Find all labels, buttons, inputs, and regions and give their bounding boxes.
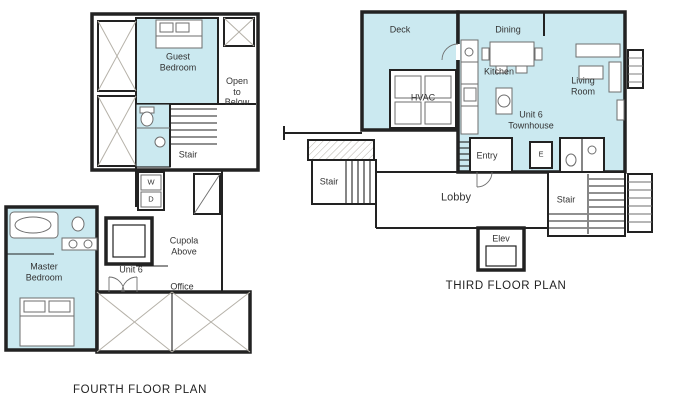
third-floor-plan: Deck HVAC Dining Kitchen Living Room Uni… (280, 0, 700, 407)
third-floor-walls (283, 10, 653, 272)
fourth-floor-drawing (4, 12, 260, 354)
fourth-floor-plan: Guest Bedroom Open to Below Stair W D Cu… (0, 0, 280, 407)
third-floor-drawing (283, 10, 653, 272)
fourth-floor-fixtures (6, 19, 221, 347)
third-floor-fixtures (441, 39, 625, 188)
